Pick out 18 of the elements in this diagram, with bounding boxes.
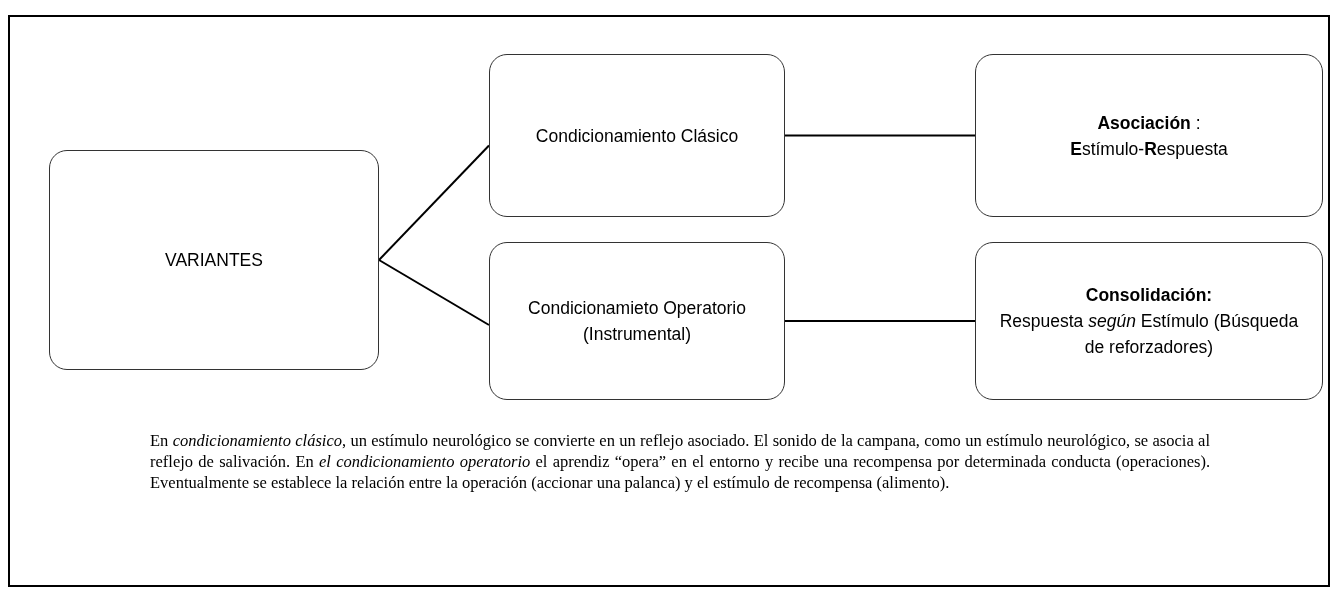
- box-text: VARIANTES: [165, 249, 263, 272]
- connector-line: [784, 320, 976, 322]
- box-text: Condicionamieto Operatorio (Instrumental): [527, 297, 747, 346]
- box-text: Estímulo-Respuesta: [1070, 137, 1228, 161]
- box-heading: Consolidación:: [1085, 284, 1213, 307]
- box-heading: Asociación :: [1097, 111, 1201, 135]
- rounded-box: [489, 242, 785, 400]
- rounded-box: [975, 54, 1323, 217]
- connector-line: [378, 144, 490, 261]
- box-text: Condicionamiento Clásico: [535, 124, 739, 148]
- rounded-box: [975, 242, 1323, 400]
- rounded-box: [489, 54, 785, 217]
- box-text: Respuesta según Estímulo (Búsqueda de reforzadores): [998, 310, 1300, 359]
- rounded-box: [49, 150, 379, 370]
- frame-border: [8, 15, 1330, 587]
- connector-line: [378, 259, 490, 326]
- connector-line: [784, 134, 976, 137]
- description-paragraph: En condicionamiento clásico, un estímulo neurológico se convierte en un reflejo asociado. El sonido de la campana, como un estímulo neurológico, se asocia al reflejo de salivación. En el condicionamiento operatorio el aprendiz “opera” en el entorno y recibe una recompensa por determinada conducta (operaciones). Eventualmente se establece la relación entre la operación (accionar una palanca) y el estímulo de recompensa (alimento).: [150, 430, 1210, 493]
